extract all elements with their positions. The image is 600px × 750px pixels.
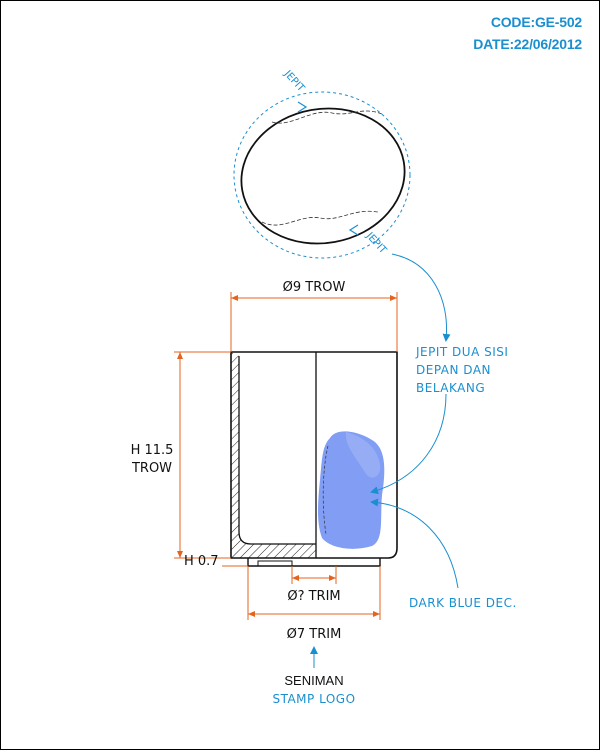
product-code: CODE:GE-502 <box>490 14 582 30</box>
pinch-marker-top-icon <box>297 101 308 113</box>
cup-outline <box>230 351 398 559</box>
outer-rim-dashed <box>233 91 411 259</box>
decoration-note: DARK BLUE DEC. <box>409 596 517 610</box>
bottom-diameter-label: Ø7 TRIM <box>287 627 342 642</box>
drawing-date: DATE:22/06/2012 <box>473 36 582 52</box>
jepit-note-line1: JEPIT DUA SISI <box>415 345 508 359</box>
pinch-marker-bottom-icon <box>348 224 359 236</box>
decoration-leader <box>370 498 459 589</box>
pinch-line-top <box>271 110 383 124</box>
inner-diameter-label: Ø? TRIM <box>287 589 340 604</box>
top-view: JEPIT JEPIT <box>233 68 411 259</box>
jepit-leader-bottom <box>370 393 447 495</box>
stamp-label: STAMP LOGO <box>272 692 355 706</box>
height-label-line1: H 11.5 <box>131 443 174 458</box>
jepit-note-line2: DEPAN DAN <box>416 363 491 377</box>
decoration-highlight <box>345 432 381 478</box>
section-hatch <box>231 352 316 558</box>
inner-wall <box>238 356 316 545</box>
jepit-leader-top <box>391 253 451 342</box>
jepit-label-top: JEPIT <box>281 68 307 95</box>
top-diameter-label: Ø9 TROW <box>283 280 346 295</box>
dimension-lines <box>174 292 398 620</box>
jepit-note-line3: BELAKANG <box>416 381 485 395</box>
jepit-label-bottom: JEPIT <box>363 230 389 257</box>
cup-rim-ellipse <box>240 107 406 245</box>
stamp-name: SENIMAN <box>284 673 343 688</box>
decoration-edge <box>322 445 329 535</box>
base-height-label: H 0.7 <box>184 554 219 569</box>
height-label-line2: TROW <box>131 461 172 476</box>
foot-recess <box>257 560 293 566</box>
pinch-line-bottom <box>261 210 379 226</box>
leader-lines <box>310 253 459 668</box>
side-view <box>230 351 398 567</box>
foot-ring <box>247 558 381 567</box>
